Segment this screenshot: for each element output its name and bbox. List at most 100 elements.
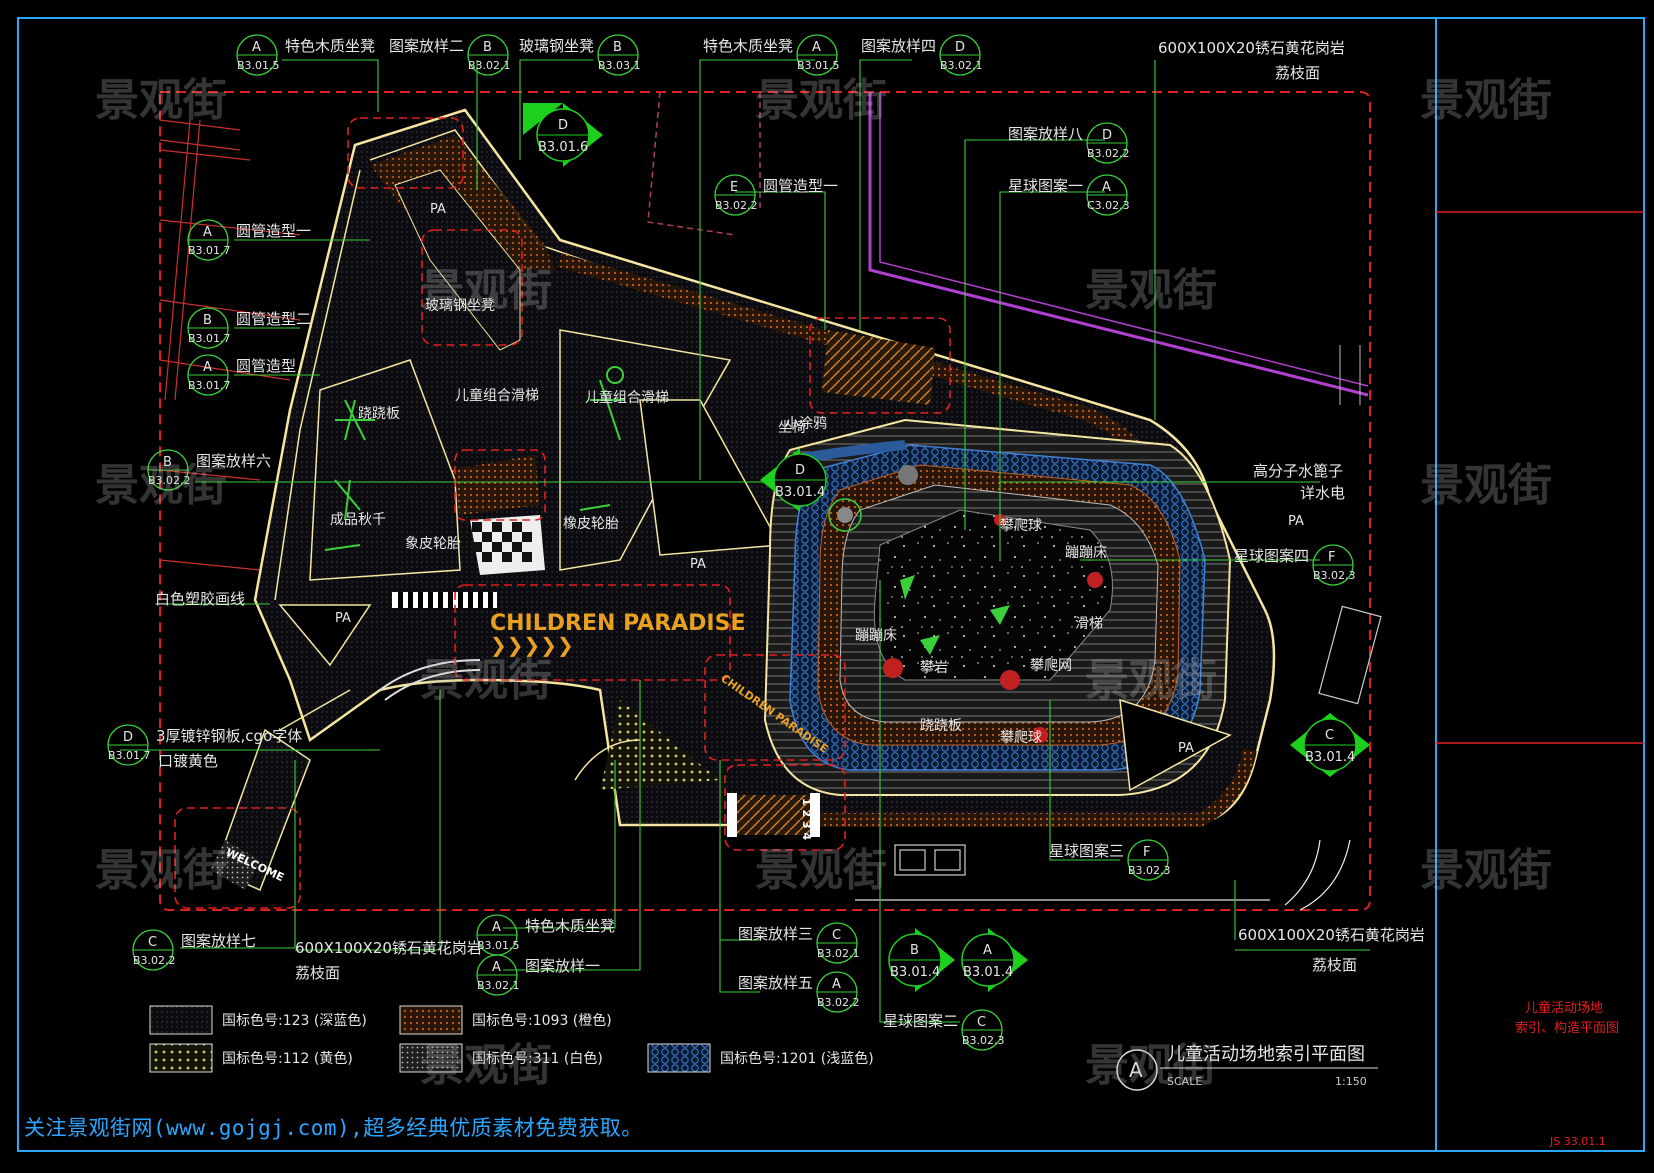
watermark: 景观街	[1085, 1040, 1217, 1091]
section-letter: B	[910, 943, 919, 958]
chevron-arrows: ❯❯❯❯❯	[490, 633, 574, 657]
callout-label: 图案放样四	[861, 37, 936, 55]
callout: 白色塑胶画线	[155, 590, 245, 608]
callout-label: 600X100X20锈石黄花岗岩	[1238, 926, 1425, 944]
callout: C B3.02.1 图案放样三	[738, 922, 860, 964]
zebra-crossing	[392, 592, 497, 608]
callout-letter: B	[483, 40, 492, 55]
pa-label: PA	[1288, 514, 1304, 529]
callout-sheet: B3.02.1	[468, 59, 511, 72]
callout: 600X100X20锈石黄花岗岩	[1158, 39, 1345, 57]
callout-label: 600X100X20锈石黄花岗岩	[1158, 39, 1345, 57]
area-label: 攀岩	[920, 660, 948, 676]
callout-label: 玻璃钢坐凳	[519, 37, 594, 55]
callout-letter: F	[1328, 550, 1335, 565]
callout-letter: D	[1102, 128, 1112, 143]
callout-sheet: B3.01.7	[108, 749, 151, 762]
callout-letter: C	[148, 935, 157, 950]
callout: 口镀黄色	[158, 752, 218, 770]
watermark: 景观街	[95, 75, 227, 126]
area-label: 跷跷板	[920, 717, 962, 734]
callout-label: 星球图案一	[1008, 177, 1083, 195]
callout: 高分子水篦子	[1253, 462, 1343, 480]
callout-sheet: B3.01.5	[237, 59, 280, 72]
section-marker: BB3.01.4	[888, 928, 955, 992]
legend-item: 国标色号:1201 (浅蓝色)	[647, 1043, 874, 1073]
legend-swatch	[647, 1043, 711, 1073]
callout-sheet: B3.01.5	[477, 939, 520, 952]
pa-label: PA	[690, 557, 706, 572]
watermark: 景观街	[420, 265, 552, 316]
legend-item: 国标色号:112 (黄色)	[149, 1043, 353, 1073]
callout-label: 图案放样七	[181, 932, 256, 950]
callout-letter: E	[730, 180, 738, 195]
drawing-title: A 儿童活动场地索引平面图 SCALE 1:150	[1116, 1044, 1378, 1091]
callout-sheet: B3.01.7	[188, 379, 231, 392]
legend-item: 国标色号:123 (深蓝色)	[149, 1005, 367, 1035]
callout: 详水电	[1300, 484, 1345, 502]
callout: 600X100X20锈石黄花岗岩	[295, 939, 482, 957]
callout-letter: C	[832, 928, 841, 943]
callout-label: 600X100X20锈石黄花岗岩	[295, 939, 482, 957]
callout-label: 圆管造型	[236, 357, 296, 375]
area-label: 小涂鸦	[785, 415, 827, 432]
area-label: 跷跷板	[358, 405, 400, 422]
callout-sheet: B3.02.2	[817, 996, 860, 1009]
callout-label: 圆管造型二	[236, 310, 311, 328]
callout-label: 图案放样五	[738, 974, 813, 992]
callout-sheet: B3.02.1	[940, 59, 983, 72]
oval-play-area	[763, 330, 1232, 796]
callout-sheet: B3.02.2	[715, 199, 758, 212]
area-label: 滑梯	[1075, 615, 1103, 632]
callout: 600X100X20锈石黄花岗岩	[1238, 926, 1425, 944]
callout-label: 圆管造型一	[763, 177, 838, 195]
title-circle	[1116, 1049, 1158, 1091]
site-boundary	[159, 91, 1371, 911]
callout-label: 星球图案三	[1049, 842, 1124, 860]
callout-letter: A	[203, 360, 212, 375]
section-marker: AB3.01.4	[961, 928, 1028, 992]
callout-sheet: C3.02.3	[1087, 199, 1130, 212]
pa-label: PA	[430, 202, 446, 217]
legend-swatch	[399, 1005, 463, 1035]
callout-label: 图案放样一	[525, 957, 600, 975]
drawing-frame	[17, 17, 1645, 1152]
bottom-structures	[855, 605, 1382, 911]
callout-letter: C	[977, 1015, 986, 1030]
area-label: 蹦蹦床	[855, 628, 897, 644]
callout-label: 图案放样三	[738, 925, 813, 943]
section-sheet: B3.01.4	[775, 485, 825, 500]
area-label: 玻璃钢坐凳	[425, 297, 495, 314]
section-marker: DB3.01.4	[760, 448, 827, 512]
footer-promo-text: 关注景观街网(www.gojgj.com),超多经典优质素材免费获取。	[24, 1116, 643, 1140]
watermark: 景观街	[1420, 460, 1552, 511]
legend: 国标色号:123 (深蓝色)国标色号:1093 (橙色)国标色号:112 (黄色…	[149, 1005, 874, 1073]
section-letter: A	[983, 943, 992, 958]
callout-label: 口镀黄色	[158, 752, 218, 770]
area-label: 儿童组合滑梯	[455, 387, 539, 404]
callout-label: 特色木质坐凳	[285, 37, 375, 55]
area-label: 蹦蹦床	[1065, 545, 1107, 561]
watermark: 景观街	[755, 75, 887, 126]
area-label: 坐椅	[778, 420, 806, 436]
watermarks: 景观街 景观街 景观街 景观街 景观街 景观街 景观街 景观街 景观街 景观街 …	[95, 75, 1552, 1091]
watermark: 景观街	[420, 655, 552, 706]
callout-sheet: B3.03.1	[598, 59, 641, 72]
callout: 荔枝面	[1275, 64, 1320, 82]
callout-sheet: B3.02.2	[148, 474, 191, 487]
children-paradise-text: CHILDREN PARADISE	[490, 611, 745, 636]
callout-sheet: B3.02.1	[817, 947, 860, 960]
area-label: 攀爬球	[1000, 730, 1042, 746]
area-label: 攀爬网	[1030, 658, 1072, 674]
